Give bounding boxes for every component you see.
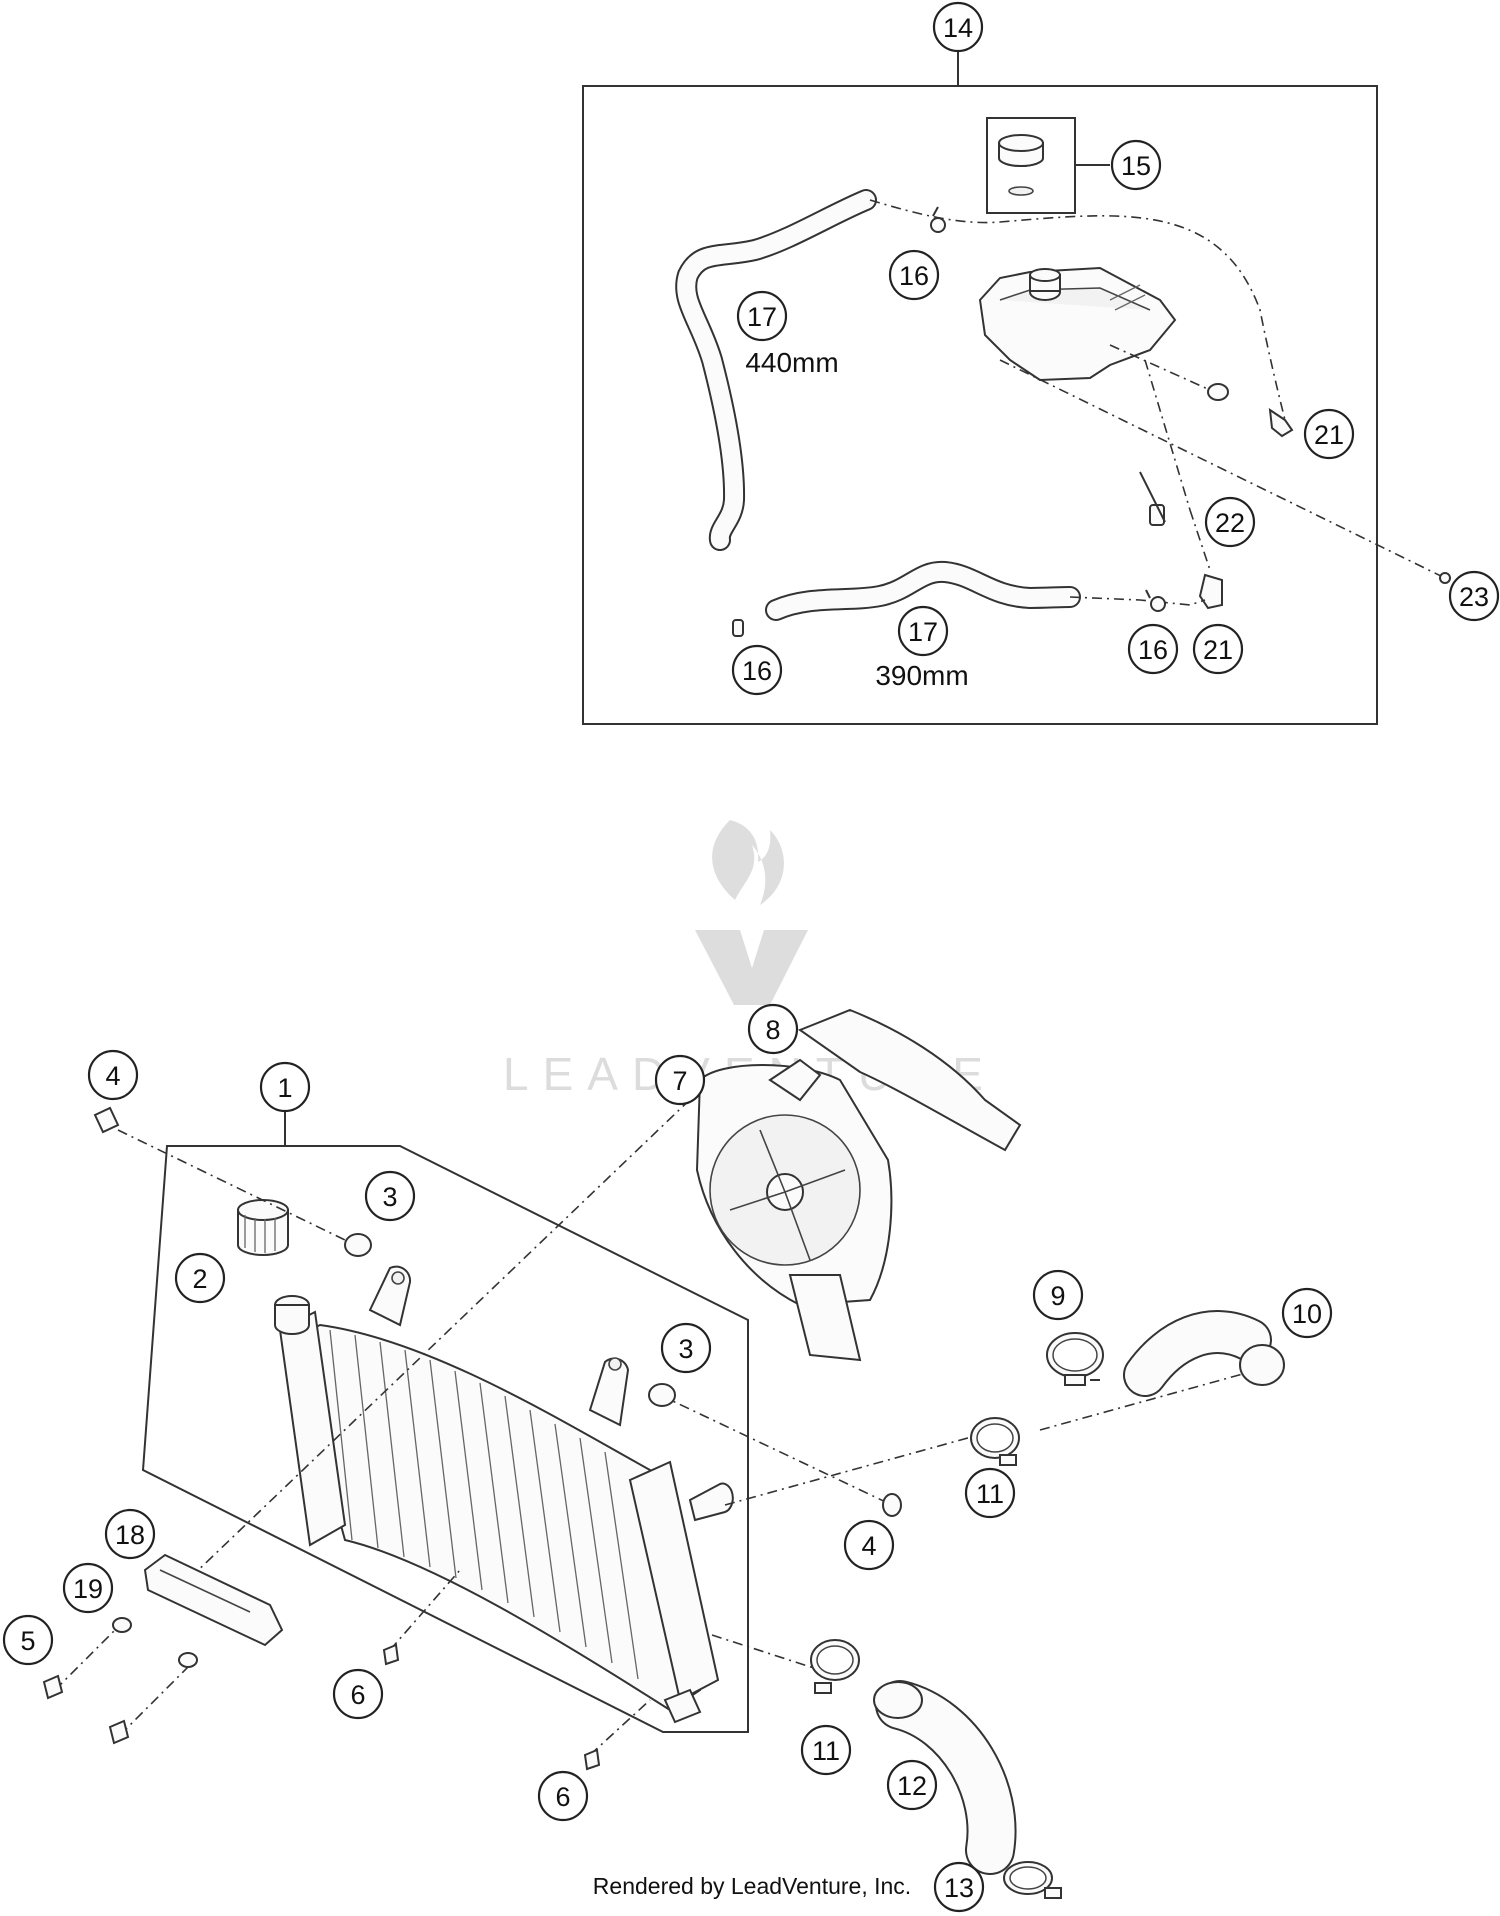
svg-text:21: 21	[1203, 635, 1233, 665]
svg-text:6: 6	[555, 1782, 570, 1812]
svg-text:6: 6	[350, 1680, 365, 1710]
svg-text:23: 23	[1459, 582, 1489, 612]
svg-text:7: 7	[672, 1066, 687, 1096]
hose-clamp-part-lower	[1145, 589, 1166, 612]
hose-clamp-part-9	[1046, 1332, 1104, 1386]
callout-3-top: 3	[364, 1170, 416, 1222]
radiator-part	[274, 1265, 734, 1724]
callout-8: 8	[747, 1003, 799, 1055]
elbow-fitting-part	[1268, 407, 1294, 438]
screw-part-6b	[583, 1748, 601, 1771]
callout-4-top: 4	[87, 1049, 139, 1101]
svg-text:17: 17	[908, 617, 938, 647]
callout-7: 7	[654, 1054, 706, 1106]
callout-16-lower-left: 16	[731, 644, 783, 696]
callout-11-lower: 11	[800, 1724, 852, 1776]
callout-5: 5	[2, 1614, 54, 1666]
svg-text:22: 22	[1215, 508, 1245, 538]
v-logo-icon	[695, 930, 808, 1005]
bolt-part-4a	[93, 1106, 120, 1134]
svg-text:8: 8	[765, 1015, 780, 1045]
svg-text:11: 11	[812, 1736, 840, 1766]
callout-19: 19	[62, 1562, 114, 1614]
callout-15: 15	[1110, 139, 1162, 191]
svg-text:17: 17	[747, 302, 777, 332]
svg-text:16: 16	[1138, 635, 1168, 665]
bracket-part-18	[143, 1553, 284, 1647]
svg-text:1: 1	[277, 1073, 292, 1103]
svg-text:3: 3	[678, 1334, 693, 1364]
hose-clamp-part-11b	[810, 1639, 860, 1694]
callout-14: 14	[932, 1, 984, 53]
tank-cap-part	[998, 134, 1044, 196]
callout-6-lower: 6	[537, 1770, 589, 1822]
screw-part-23	[1439, 572, 1451, 584]
callout-23: 23	[1448, 570, 1500, 622]
radiator-cap-part	[237, 1199, 289, 1256]
hose-clamp-part-13	[1003, 1861, 1062, 1899]
expansion-tank-part	[978, 266, 1177, 382]
grommet-part-3b	[648, 1383, 676, 1407]
bolt-part-5b	[108, 1719, 130, 1745]
svg-text:13: 13	[944, 1873, 974, 1903]
callout-17-lower: 17	[897, 605, 949, 657]
elbow-fitting-part-lower	[1198, 573, 1223, 610]
callout-22: 22	[1204, 496, 1256, 548]
svg-text:21: 21	[1314, 420, 1344, 450]
washer-part-19a	[112, 1617, 132, 1633]
svg-text:12: 12	[897, 1771, 927, 1801]
callout-16: 16	[888, 249, 940, 301]
render-credit: Rendered by LeadVenture, Inc.	[593, 1873, 911, 1899]
svg-text:16: 16	[899, 261, 929, 291]
radiator-assembly-frame	[141, 1145, 749, 1733]
svg-text:11: 11	[976, 1479, 1004, 1509]
callout-10: 10	[1281, 1287, 1333, 1339]
callout-12: 12	[886, 1759, 938, 1811]
svg-text:19: 19	[73, 1574, 103, 1604]
callout-21-lower: 21	[1192, 623, 1244, 675]
svg-text:5: 5	[20, 1626, 35, 1656]
expansion-tank-kit-frame	[582, 85, 1378, 725]
svg-text:16: 16	[742, 656, 772, 686]
svg-text:4: 4	[861, 1531, 876, 1561]
callout-13: 13	[933, 1861, 985, 1913]
svg-text:15: 15	[1121, 151, 1151, 181]
flame-icon	[712, 820, 784, 905]
grommet-part-3a	[344, 1233, 372, 1257]
washer-part-19b	[178, 1652, 198, 1668]
svg-text:4: 4	[105, 1061, 120, 1091]
callout-18: 18	[104, 1508, 156, 1560]
svg-text:14: 14	[943, 13, 973, 43]
svg-text:2: 2	[192, 1264, 207, 1294]
callout-9: 9	[1032, 1269, 1084, 1321]
svg-text:3: 3	[382, 1182, 397, 1212]
fan-assembly-part	[695, 1058, 893, 1362]
hose-lower-length-label: 390mm	[875, 660, 968, 691]
callout-21: 21	[1303, 408, 1355, 460]
callout-17: 17	[736, 290, 788, 342]
bolt-part-5a	[42, 1674, 64, 1700]
radiator-hose-part-12	[873, 1680, 1017, 1875]
callout-16-lower-right: 16	[1127, 623, 1179, 675]
grommet-part	[1207, 383, 1229, 401]
hose-clamp-part-loose	[732, 619, 744, 637]
hose-clamp-part	[930, 206, 946, 233]
fan-cover-part	[797, 1008, 1022, 1152]
svg-text:18: 18	[115, 1520, 145, 1550]
callout-1: 1	[259, 1061, 311, 1113]
svg-text:10: 10	[1292, 1299, 1322, 1329]
bolt-part-4b	[882, 1493, 902, 1517]
radiator-fins	[329, 1329, 639, 1680]
callout-11-upper: 11	[964, 1467, 1016, 1519]
hose-upper-length-label: 440mm	[745, 347, 838, 378]
callout-2: 2	[174, 1252, 226, 1304]
hose-clamp-part-11a	[970, 1417, 1020, 1466]
radiator-hose-part-10	[1123, 1310, 1285, 1397]
callout-4-lower: 4	[843, 1519, 895, 1571]
svg-text:9: 9	[1050, 1281, 1065, 1311]
screw-part-6a	[382, 1643, 400, 1666]
callout-6-left: 6	[332, 1668, 384, 1720]
callout-3-lower: 3	[660, 1322, 712, 1374]
